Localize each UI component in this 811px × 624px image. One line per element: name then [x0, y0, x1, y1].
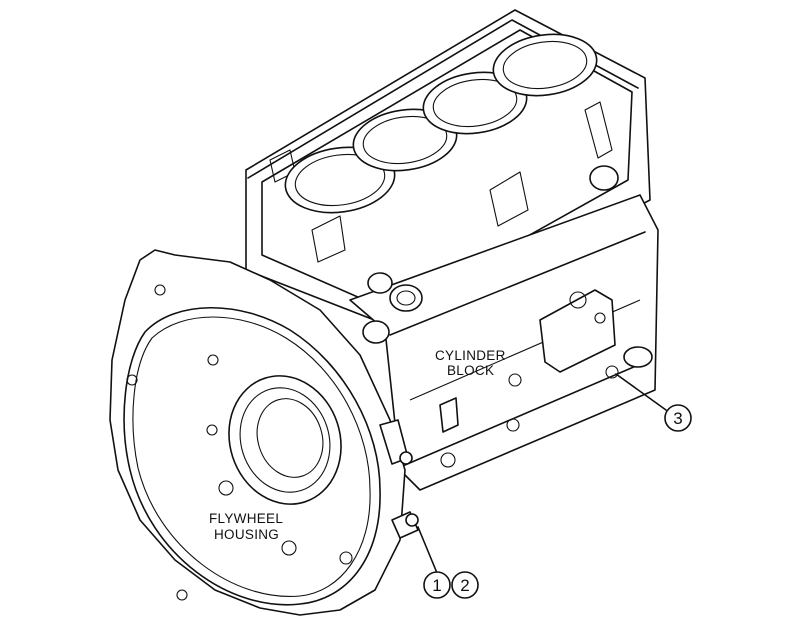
cylinder-block-label-line2: BLOCK [447, 363, 494, 378]
flywheel-housing-label-line2: HOUSING [214, 527, 279, 542]
callout-2-number: 2 [460, 576, 469, 595]
callout-1: 1 [417, 526, 451, 599]
flywheel-housing-label-line1: FLYWHEEL [209, 511, 283, 526]
callout-1-number: 1 [432, 576, 441, 595]
callout-3-number: 3 [673, 409, 682, 428]
flywheel-housing [109, 249, 419, 616]
callout-2-bubble [451, 571, 479, 599]
callout-2: 2 [451, 571, 479, 599]
cylinder-block-side [349, 165, 659, 491]
cylinder-bores [284, 33, 598, 214]
callout-1-leader [417, 526, 438, 574]
callout-3: 3 [615, 373, 692, 432]
callout-1-bubble [423, 571, 451, 599]
callout-3-leader [615, 373, 667, 411]
flywheel-housing-label: FLYWHEEL HOUSING [205, 509, 285, 542]
cylinder-block-label-line1: CYLINDER [435, 348, 506, 363]
callout-3-bubble [664, 404, 692, 432]
cylinder-block-label: CYLINDER BLOCK [435, 348, 506, 378]
